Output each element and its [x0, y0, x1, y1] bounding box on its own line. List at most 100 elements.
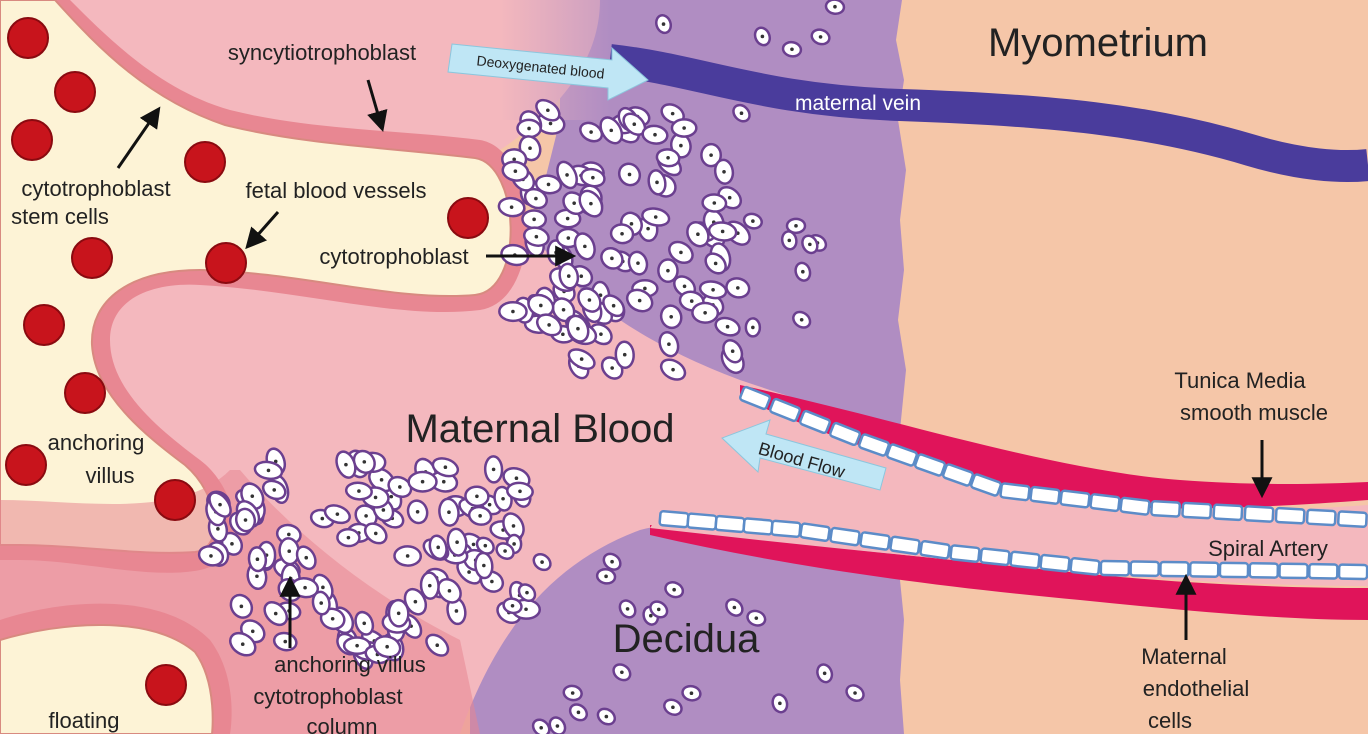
cell-nucleus	[287, 533, 291, 537]
cell-nucleus	[428, 584, 432, 588]
cell-nucleus	[667, 342, 671, 346]
cell-nucleus	[382, 508, 386, 512]
cell-nucleus	[632, 122, 636, 126]
cell-nucleus	[357, 489, 361, 493]
cell-nucleus	[794, 224, 798, 228]
cell-nucleus	[535, 235, 539, 239]
cell-nucleus	[250, 494, 254, 498]
cell-nucleus	[800, 318, 804, 322]
cell-nucleus	[287, 549, 291, 553]
cell-nucleus	[255, 574, 259, 578]
cell-nucleus	[731, 349, 735, 353]
endothelial-cell	[890, 536, 920, 554]
cell-nucleus	[679, 251, 683, 255]
cell-nucleus	[336, 512, 340, 516]
cell-nucleus	[566, 217, 570, 221]
cell-nucleus	[389, 495, 393, 499]
cell-nucleus	[583, 245, 587, 249]
myometrium-label: Myometrium	[988, 21, 1208, 65]
endothelial-cell	[800, 523, 830, 541]
cell-nucleus	[679, 144, 683, 148]
cell-nucleus	[209, 554, 213, 558]
cell-nucleus	[490, 580, 494, 584]
cell-nucleus	[833, 5, 837, 9]
floating-label: floating	[49, 708, 120, 733]
cell-nucleus	[230, 542, 234, 546]
endothelial-cell	[687, 513, 716, 529]
cell-nucleus	[482, 564, 486, 568]
cell-nucleus	[703, 311, 707, 315]
cell-nucleus	[475, 494, 479, 498]
cell-nucleus	[620, 232, 624, 236]
cell-nucleus	[321, 586, 325, 590]
cell-nucleus	[620, 670, 624, 674]
cell-nucleus	[588, 298, 592, 302]
endothelial-cell	[1070, 558, 1099, 575]
cell-nucleus	[510, 205, 514, 209]
cell-nucleus	[655, 181, 659, 185]
cell-nucleus	[414, 600, 418, 604]
cell-nucleus	[478, 514, 482, 518]
cell-nucleus	[609, 129, 613, 133]
cell-nucleus	[488, 503, 492, 507]
endothelial-cell	[1090, 494, 1119, 511]
cell-nucleus	[272, 488, 276, 492]
cell-nucleus	[447, 510, 451, 514]
cell-nucleus	[503, 549, 507, 553]
endothelial-cell	[1182, 503, 1211, 519]
cell-nucleus	[344, 463, 348, 467]
endothelial-cell	[830, 528, 860, 546]
endothelial-cell	[1010, 552, 1039, 569]
endothelial-cell	[950, 545, 979, 562]
maternal-blood-label: Maternal Blood	[405, 407, 674, 451]
cell-nucleus	[554, 251, 558, 255]
cell-nucleus	[638, 299, 642, 303]
cell-nucleus	[577, 711, 581, 715]
cell-nucleus	[657, 608, 661, 612]
cell-nucleus	[630, 222, 634, 226]
fetal-rbc	[155, 480, 195, 520]
endothelial-cell	[743, 518, 772, 534]
cell-nucleus	[547, 323, 551, 327]
cell-nucleus	[421, 480, 425, 484]
cell-nucleus	[216, 527, 220, 531]
cell-nucleus	[669, 315, 673, 319]
cell-nucleus	[823, 672, 827, 676]
cell-nucleus	[455, 609, 459, 613]
endothelial-cell	[1338, 511, 1367, 527]
cell-nucleus	[733, 606, 737, 610]
cell-nucleus	[714, 262, 718, 266]
cell-nucleus	[576, 327, 580, 331]
cell-nucleus	[501, 497, 505, 501]
cell-nucleus	[511, 310, 515, 314]
endothelial-cell	[1160, 562, 1188, 576]
cell-nucleus	[444, 465, 448, 469]
endothelial-cell	[920, 541, 950, 559]
cell-nucleus	[547, 183, 551, 187]
cell-nucleus	[565, 173, 569, 177]
tunica-media-label-2: smooth muscle	[1180, 400, 1328, 425]
cell-nucleus	[709, 153, 713, 157]
cell-nucleus	[467, 570, 471, 574]
cytotrophoblast-stem-label-2: stem cells	[11, 204, 109, 229]
cell-nucleus	[304, 556, 308, 560]
cell-nucleus	[556, 724, 560, 728]
cell-nucleus	[696, 232, 700, 236]
cell-nucleus	[662, 22, 666, 26]
cell-nucleus	[567, 236, 571, 240]
endothelial-cell	[1040, 555, 1069, 572]
cell-nucleus	[610, 560, 614, 564]
cell-nucleus	[751, 326, 755, 330]
cell-nucleus	[751, 219, 755, 223]
cell-nucleus	[853, 691, 857, 695]
cell-nucleus	[347, 536, 351, 540]
cell-nucleus	[283, 640, 287, 644]
cell-nucleus	[728, 196, 732, 200]
cell-nucleus	[682, 126, 686, 130]
fetal-rbc	[24, 305, 64, 345]
cell-nucleus	[244, 518, 248, 522]
cell-nucleus	[790, 47, 794, 51]
fetal-rbc	[65, 373, 105, 413]
cell-nucleus	[711, 288, 715, 292]
cell-nucleus	[646, 227, 650, 231]
